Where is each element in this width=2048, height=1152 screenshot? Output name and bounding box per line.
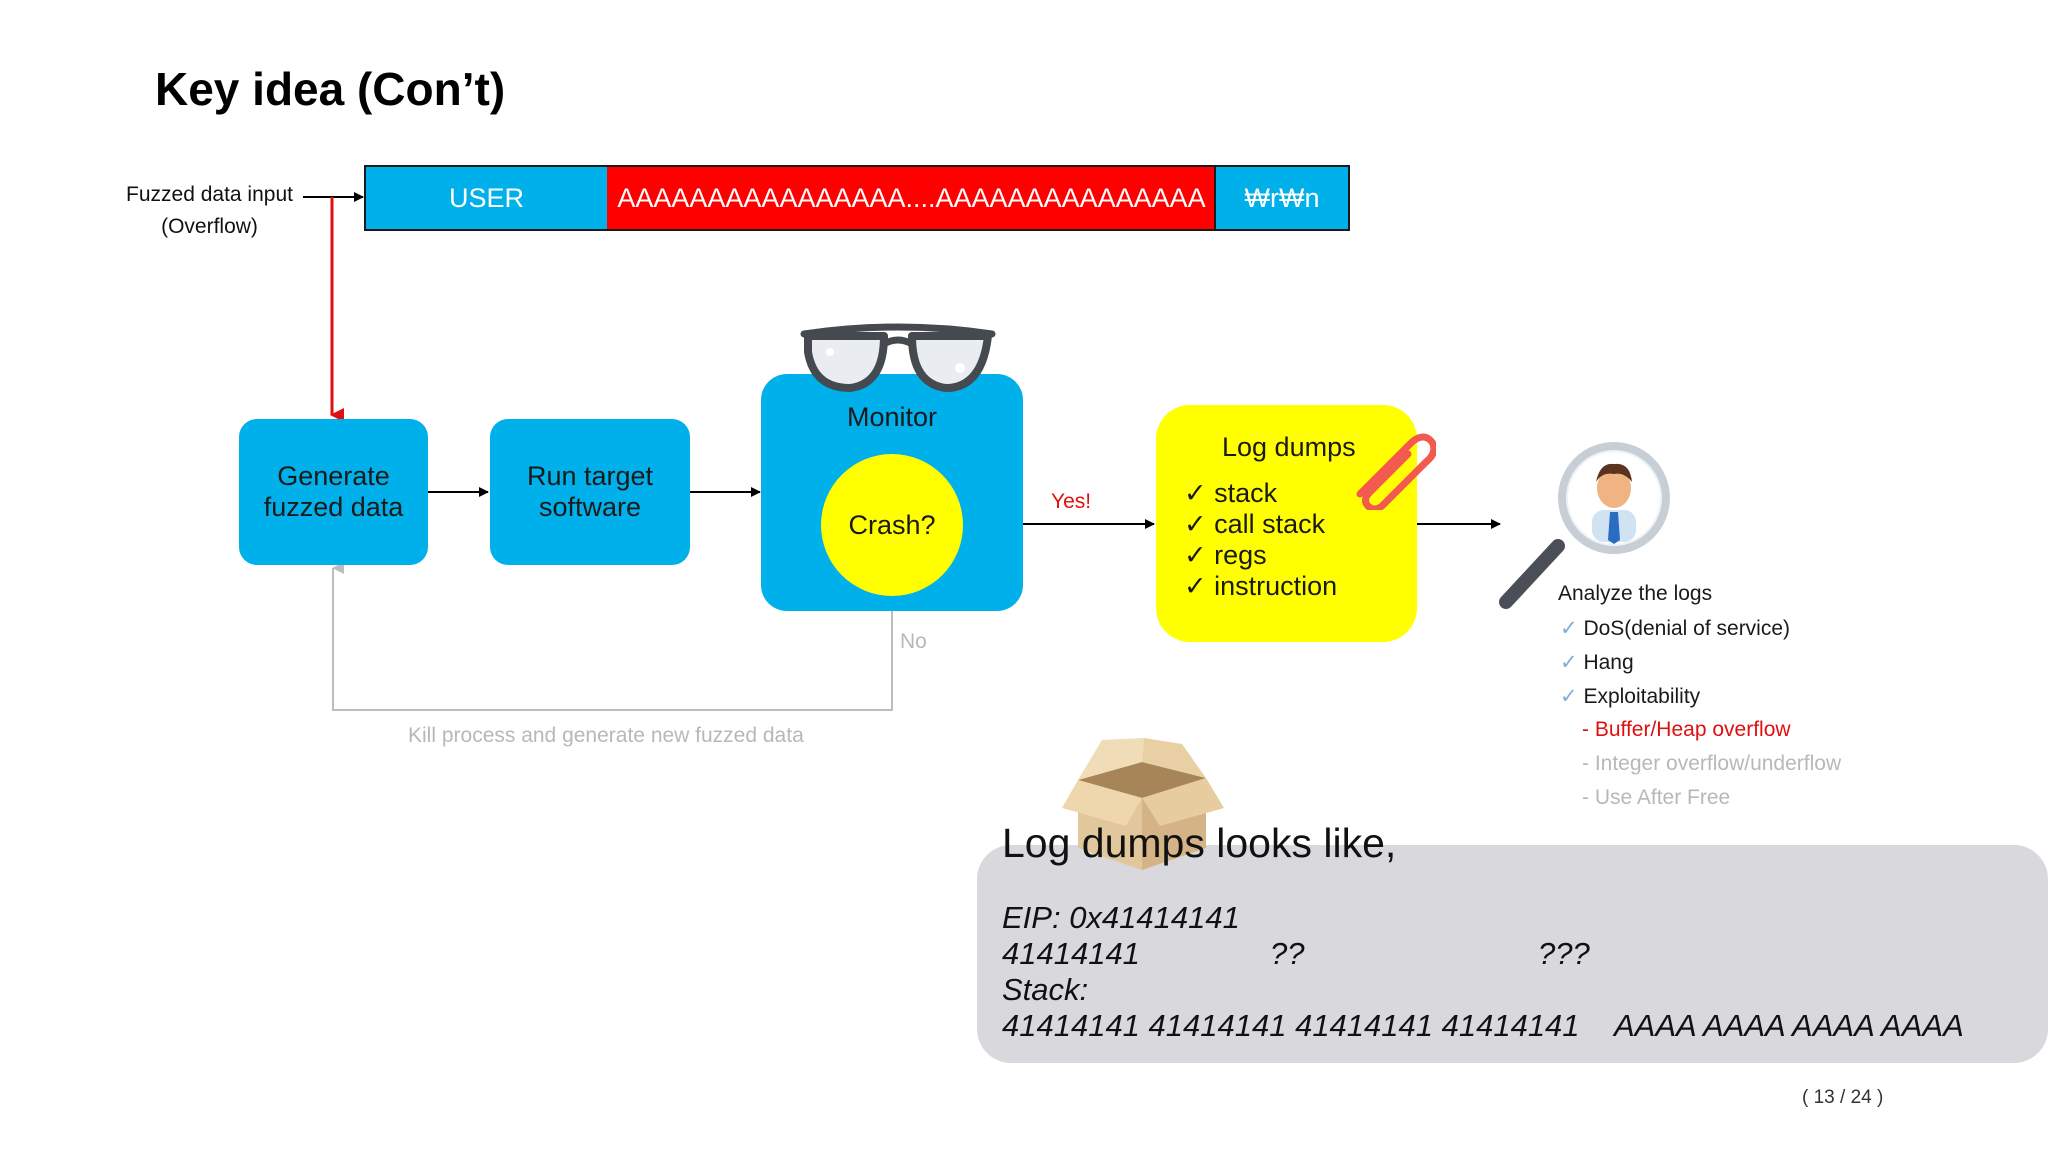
run-label-1: Run target [526,461,654,491]
page-number: ( 13 / 24 ) [1802,1087,1884,1108]
input-label: Fuzzed data input (Overflow) [112,183,307,239]
yes-label: Yes! [1051,490,1092,513]
magnifier-person-icon [1499,442,1670,609]
generate-box: Generate fuzzed data [239,419,428,565]
analyze-subitem: - Use After Free [1582,786,1731,809]
log-item-label: stack [1214,478,1278,508]
generate-label-1: Generate [277,461,390,491]
analyze-item: ✓ DoS(denial of service) [1560,616,1790,641]
open-box-icon [1062,738,1224,870]
generate-label-2: fuzzed data [263,492,404,522]
analyze-subitem: - Integer overflow/underflow [1582,752,1842,775]
log-item: ✓ call stack [1184,509,1337,540]
row2-value-b: ?? [1270,936,1305,971]
log-item-label: regs [1214,540,1267,570]
eip-line: EIP: 0x41414141 [1002,900,1240,935]
stack-ascii: AAAA AAAA AAAA AAAA [1614,1008,1964,1043]
stack-values: 41414141 41414141 41414141 41414141 [1002,1008,1580,1043]
monitor-label: Monitor [846,402,938,432]
log-item: ✓ stack [1184,478,1337,509]
packet-seg-crlf: ₩r₩n [1214,165,1350,231]
analyze-item: ✓ Exploitability [1560,684,1700,709]
no-label: No [900,630,927,653]
check-icon: ✓ [1184,540,1215,570]
input-label-line2: (Overflow) [161,215,258,238]
run-label-2: software [538,492,642,522]
analyze-title: Analyze the logs [1558,582,1713,605]
packet-seg-user: USER [364,165,609,231]
check-icon: ✓ [1184,478,1215,508]
input-label-line1: Fuzzed data input [126,183,293,206]
analyze-item-label: Hang [1583,651,1634,674]
check-icon: ✓ [1560,685,1584,708]
analyze-item: ✓ Hang [1560,650,1634,675]
analyze-item-label: DoS(denial of service) [1583,617,1791,640]
run-target-box: Run target software [490,419,690,565]
no-loop-line [332,562,893,711]
check-icon: ✓ [1184,571,1215,601]
log-dumps-title: Log dumps [1222,432,1356,462]
kill-process-label: Kill process and generate new fuzzed dat… [408,724,804,747]
log-dumps-box [1156,405,1417,642]
log-item: ✓ instruction [1184,571,1337,602]
glasses-icon [800,323,996,392]
row2-value-c: ??? [1538,936,1590,971]
log-item: ✓ regs [1184,540,1337,571]
analyze-subitem: - Buffer/Heap overflow [1582,718,1791,741]
log-dumps-heading: Log dumps looks like, [1002,820,1397,866]
log-item-label: call stack [1214,509,1326,539]
check-icon: ✓ [1560,651,1584,674]
check-icon: ✓ [1184,509,1215,539]
log-item-label: instruction [1214,571,1338,601]
check-icon: ✓ [1560,617,1584,640]
stack-label: Stack: [1002,972,1089,1007]
analyze-item-label: Exploitability [1583,685,1701,708]
paperclip-icon [1356,433,1436,510]
slide-title: Key idea (Con’t) [155,63,506,115]
packet-seg-payload: AAAAAAAAAAAAAAAA....AAAAAAAAAAAAAAA [607,165,1216,231]
row2-value-a: 41414141 [1002,936,1140,971]
crash-circle: Crash? [821,454,963,596]
log-dumps-list: ✓ stack ✓ call stack ✓ regs ✓ instructio… [1184,478,1337,602]
log-dumps-example-panel [977,845,2048,1063]
